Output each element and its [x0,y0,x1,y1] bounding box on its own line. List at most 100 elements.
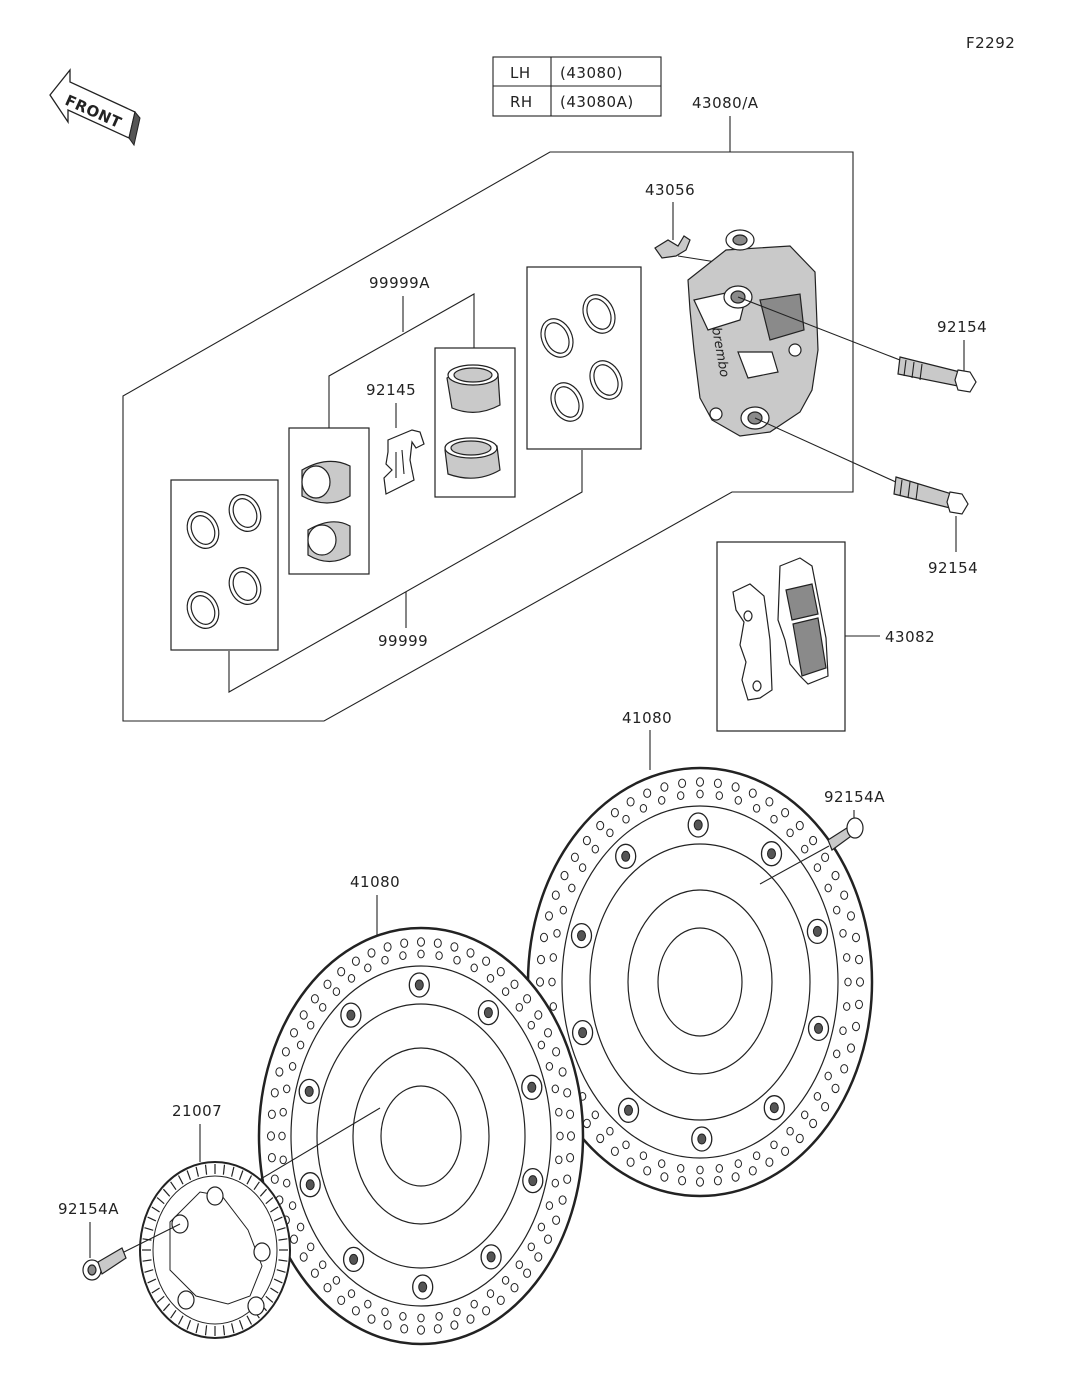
drill-hole [501,987,510,996]
drill-hole [288,1062,297,1071]
drill-hole [696,789,704,799]
drill-hole [299,1252,308,1262]
drill-hole [555,1107,563,1117]
drill-hole [610,1146,619,1157]
drill-hole [622,814,630,824]
caliper-bolt-lower-icon [893,476,969,515]
drill-hole [677,791,685,800]
drill-hole [482,1306,491,1316]
drill-hole [299,1010,308,1020]
drill-hole [323,1283,332,1293]
drill-hole [523,1268,532,1278]
drill-hole [843,953,851,962]
brake-caliper: brembo [687,229,819,437]
drill-hole [660,1172,669,1182]
drill-hole [534,1010,543,1020]
drill-hole [558,1195,567,1205]
drill-hole [847,911,855,921]
drill-hole [770,1140,778,1150]
drill-hole [383,942,392,952]
drill-hole [319,1260,327,1270]
drill-hole [840,1064,849,1074]
rotor-tooth [142,1259,152,1262]
drill-hole [501,1276,510,1285]
rotor-tooth [222,1325,226,1336]
caliper-bolt-upper-icon [897,356,977,393]
drill-hole [658,1159,666,1168]
float-button-center [528,1175,538,1187]
pad-spring-icon [383,429,425,495]
drill-hole [275,1067,284,1077]
rotor-tooth [265,1197,274,1205]
drill-hole [515,1002,523,1012]
rotor-tooth [238,1170,244,1181]
drill-hole [713,1176,722,1186]
drill-hole [643,1166,652,1176]
drill-hole [855,999,863,1010]
drill-hole [856,977,864,987]
drill-hole [347,1289,356,1298]
rotor-tooth [276,1269,286,1273]
drill-hole [450,1320,459,1330]
drill-hole [622,1140,630,1150]
drill-hole [748,1166,757,1176]
drill-hole [364,1299,372,1309]
drill-hole [696,777,704,787]
drill-hole [537,1040,546,1050]
drill-hole [278,1131,286,1141]
rotor-tooth [151,1287,160,1294]
drill-hole [795,820,804,831]
rotor-tooth [177,1315,184,1325]
drill-hole [553,928,561,938]
drill-hole [545,1201,554,1210]
drill-hole [450,942,459,952]
drill-hole [417,1313,425,1323]
drill-hole [296,1040,305,1050]
front-arrow-icon: FRONT [49,68,141,147]
float-button-center [624,1104,633,1116]
float-button-center [693,819,703,831]
rotor-tooth [162,1188,171,1197]
drill-hole [288,1201,297,1210]
drill-hole [555,1155,563,1165]
rotor-tooth [253,1181,260,1191]
drill-hole [591,844,599,854]
drill-hole [453,1307,461,1317]
float-button-center [812,925,822,937]
callout-21007: 21007 [172,1102,222,1120]
drill-hole [660,782,669,792]
seal-kit-bracket [328,293,475,428]
drill-hole [510,1283,519,1293]
drill-hole [381,1307,389,1317]
float-button-center [578,1027,588,1039]
drill-hole [267,1131,275,1141]
drill-hole [734,796,742,805]
drill-hole [337,1295,346,1306]
drill-hole [715,1164,723,1173]
callout-92154-lower: 92154 [928,559,978,577]
drill-hole [824,1071,832,1081]
callout-92154-upper: 92154 [937,318,987,336]
callout-92145: 92145 [366,381,416,399]
callout-43056: 43056 [645,181,695,199]
drill-hole [567,1131,575,1141]
drill-hole [626,1157,635,1167]
drill-hole [558,1067,567,1077]
drill-hole [596,1133,605,1144]
rotor-tooth [195,1323,199,1334]
table-rh: RH [510,93,533,111]
drill-hole [639,803,648,813]
drill-hole [383,1320,392,1330]
drill-hole [290,1028,298,1038]
drill-hole [582,1118,591,1129]
drill-hole [367,1314,376,1324]
drill-hole [813,863,822,872]
float-button-center [486,1251,496,1263]
drill-hole [566,1109,575,1120]
rotor-tooth [238,1319,244,1330]
drill-hole [839,1026,847,1036]
rotor-bolt-left-icon [82,1223,181,1281]
drill-hole [433,938,442,948]
drill-hole [752,1151,761,1161]
drill-hole [267,1109,276,1120]
